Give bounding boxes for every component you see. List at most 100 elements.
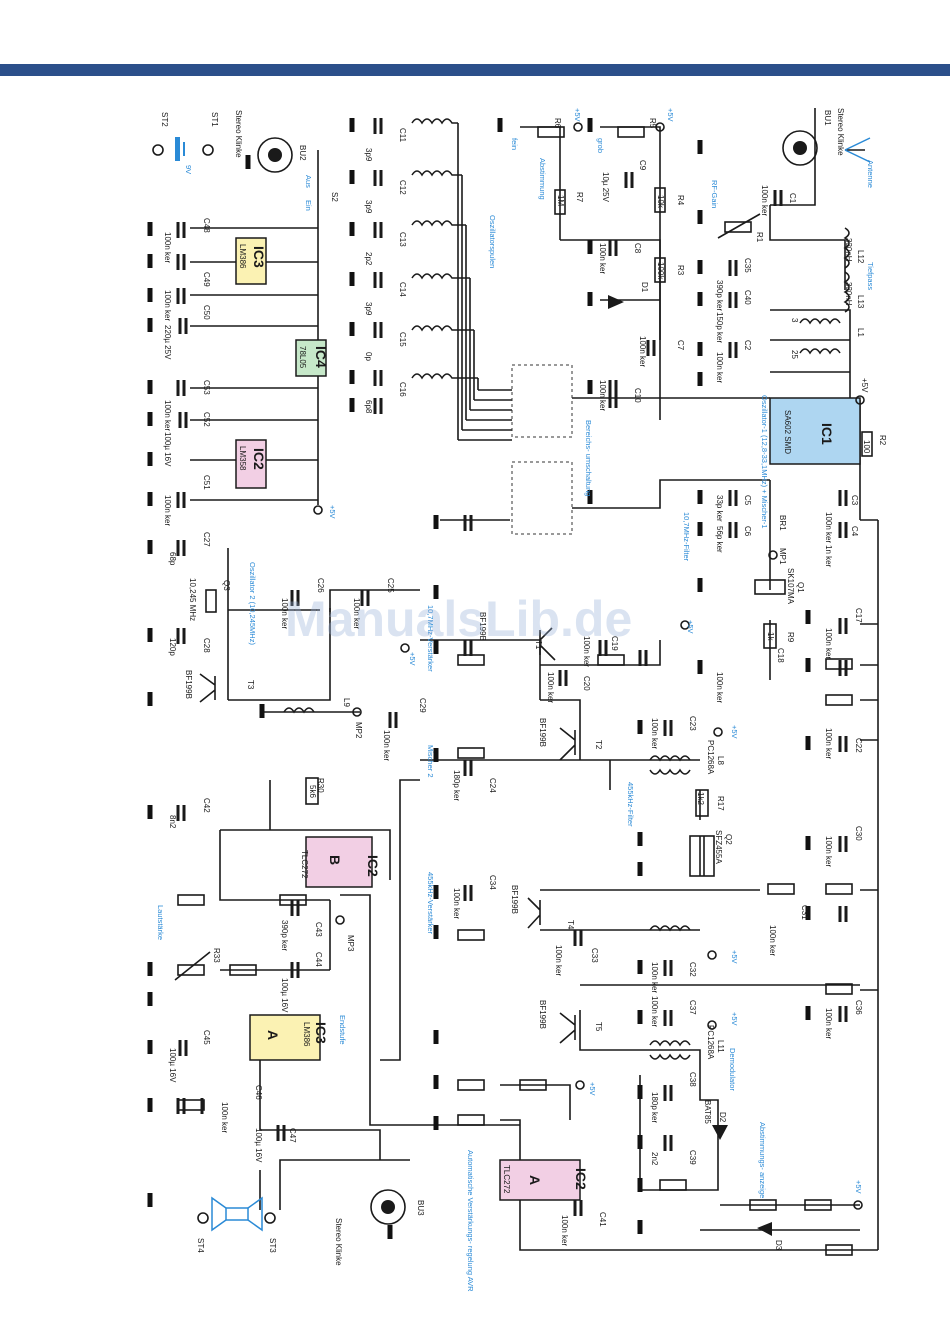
l12-label: L12 [856,250,865,264]
ic1-desc: Oszillator-1 (12,8-33,1MHz) + Mischer-1 [760,395,769,529]
c35-label: C35 [743,258,752,273]
l11-label: L11 [716,1040,725,1053]
oszillatorspulen-label: Oszillatorspulen [488,215,497,268]
c24-label: C24 [488,778,497,793]
c5-label: C5 [743,495,752,506]
endstufe-label: Endstufe [338,1015,347,1045]
c44-label: C44 [314,952,323,967]
l1-label: L1 [856,328,865,337]
c31-value: 100n ker [768,925,777,956]
c38-label: C38 [688,1072,697,1087]
active-devices [152,122,871,1236]
plus5v-ic1: +5V [860,378,869,393]
c8-label: C8 [633,243,642,254]
plus5v-t5: +5V [730,1012,739,1026]
c12-label: C12 [398,180,407,195]
plus5v-osc2: +5V [408,652,417,666]
resistors [174,126,873,1256]
mp2-label: MP2 [354,722,363,739]
t1-label: T1 [534,640,543,650]
c36-label: C36 [854,1000,863,1015]
ein-label: Ein [304,200,313,211]
mischer2-label: Mischer 2 [426,745,435,778]
demod-labels: C34 100n ker 455kHz-Verstärker BF199B T4… [426,872,863,1251]
c29-label: C29 [418,698,427,713]
bereichs-label: Bereichs- umschaltung [584,420,593,496]
c45-value: 100µ 16V [168,1048,177,1083]
t4-label: T4 [566,920,575,930]
c18-label: C18 [776,648,785,663]
l13-label: L13 [856,295,865,309]
c16-value: 6p8 [364,400,373,414]
ic2a-unit: A [527,1175,543,1185]
l8-type: PC1268A [706,740,715,775]
c35-value: 390p ker [715,280,724,311]
c13-value: 2p2 [364,252,373,266]
d2-type: BAT85 [703,1100,712,1124]
ic3-name: IC3 [251,246,267,268]
mp3-label: MP3 [346,935,355,952]
c16-label: C16 [398,382,407,397]
t2-label: T2 [594,740,603,750]
l1-turns: 3 [790,318,799,323]
lautstaerke-label: Lautstärke [156,905,165,940]
q3-value: 10,245 MHz [188,578,197,621]
c40-label: C40 [743,290,752,305]
c23-value: 100n ker [650,718,659,749]
ic3b-unit: A [265,1030,281,1040]
c23-label: C23 [688,716,697,731]
c50-label: C50 [202,305,211,320]
c47-value: 100µ 16V [254,1128,263,1163]
c20-label: C20 [582,676,591,691]
c37-value: 100n ker [650,996,659,1027]
q3-label: Q3 [222,580,231,591]
q2-label: Q2 [724,834,733,845]
c2-value: 100n ker [715,352,724,383]
c41-label: C41 [598,1212,607,1227]
ic2b-type: TLC272 [300,850,309,879]
tiefpass-label: Tiefpass [866,262,875,290]
c30-value: 100n ker [824,836,833,867]
c40-value: 150p ker [715,312,724,343]
c9-label: C9 [638,160,647,171]
t2-type: BF199B [538,718,547,747]
c48-label: C48 [202,218,211,233]
c29-value: 100n ker [382,730,391,761]
oscillator-coil-labels: Oszillatorspulen Bereichs- umschaltung C… [364,128,593,496]
r5-label: R5 [648,118,657,129]
c49-value: 100n ker [163,290,172,321]
c52-value: 100µ 16V [163,432,172,467]
l9-label: L9 [342,698,351,707]
c20-value: 100n ker [546,672,555,703]
q1-type: SK107MA [786,568,795,605]
c15-label: C15 [398,332,407,347]
d1-label: D1 [640,282,649,293]
plus5v-d3: +5V [854,1180,863,1194]
ic4-name: IC4 [313,346,329,368]
r17-value: 1k2 [696,792,705,805]
r3-label: R3 [676,265,685,276]
c1-label: C1 [788,193,797,204]
avr-label: Automatische Verstärkungs- regelung AVR [466,1150,475,1292]
c7-value: 100n ker [638,336,647,367]
c25-value: 100n ker [352,598,361,629]
ic3-type: LM386 [238,244,247,269]
c43-value: 390p ker [280,920,289,951]
c12-value: 3p9 [364,200,373,214]
absanz-label: Abstimmungs- anzeige [758,1122,767,1198]
c26-label: C26 [316,578,325,593]
9v-label: 9V [184,165,193,174]
l1-turns2: 25 [790,350,799,359]
c1-value: 100n ker [760,185,769,216]
bu1-label: BU1 [823,110,832,126]
t5-type: BF199B [538,1000,547,1029]
rf-input-labels: Antenne BU1 Stereo Klinke RF-Gain C1 100… [710,108,887,454]
osz2-label: Oszillator 2 (10,245MHz) [248,562,257,645]
c44-value: 100µ 16V [280,978,289,1013]
r9-label: R9 [786,632,795,643]
c2-label: C2 [743,340,752,351]
rf-gain-label: RF-Gain [710,180,719,208]
c32-label: C32 [688,962,697,977]
plus5v-r5: +5V [666,108,675,122]
